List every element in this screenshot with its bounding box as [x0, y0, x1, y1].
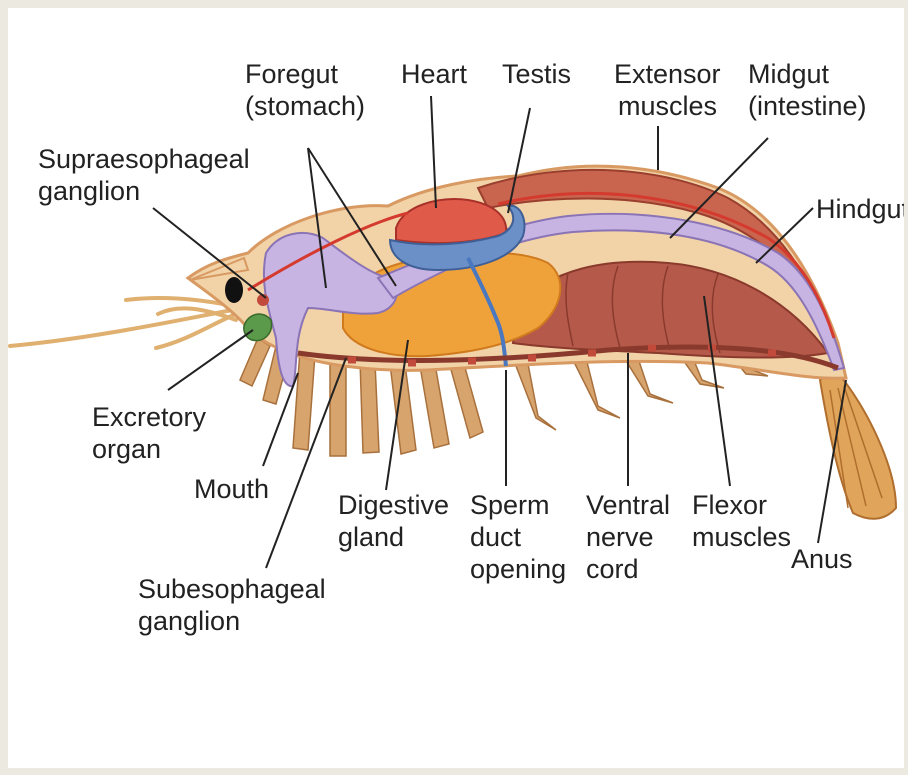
label-mouth: Mouth	[194, 474, 269, 504]
label-flexor-muscles: Flexor muscles	[692, 490, 791, 552]
diagram-frame: Foregut (stomach) Heart Testis Extensor …	[8, 8, 904, 768]
label-heart: Heart	[401, 59, 468, 89]
label-subesophageal-ganglion: Subesophageal ganglion	[138, 574, 333, 636]
label-foregut: Foregut (stomach)	[245, 59, 365, 121]
crayfish-anatomy-diagram: Foregut (stomach) Heart Testis Extensor …	[8, 8, 904, 768]
excretory-organ-shape	[244, 314, 272, 340]
tail-fan	[820, 368, 896, 519]
label-extensor-muscles: Extensor muscles	[614, 59, 728, 121]
label-testis: Testis	[502, 59, 571, 89]
label-supraesophageal-ganglion: Supraesophageal ganglion	[38, 144, 257, 206]
label-ventral-nerve-cord: Ventral nerve cord	[586, 490, 678, 584]
label-midgut: Midgut (intestine)	[748, 59, 867, 121]
label-hindgut: Hindgut	[816, 194, 904, 224]
antennae	[10, 298, 243, 348]
label-digestive-gland: Digestive gland	[338, 490, 457, 552]
eye	[225, 277, 243, 303]
label-anus: Anus	[791, 544, 853, 574]
label-excretory-organ: Excretory organ	[92, 402, 214, 464]
label-sperm-duct-opening: Sperm duct opening	[470, 490, 566, 584]
